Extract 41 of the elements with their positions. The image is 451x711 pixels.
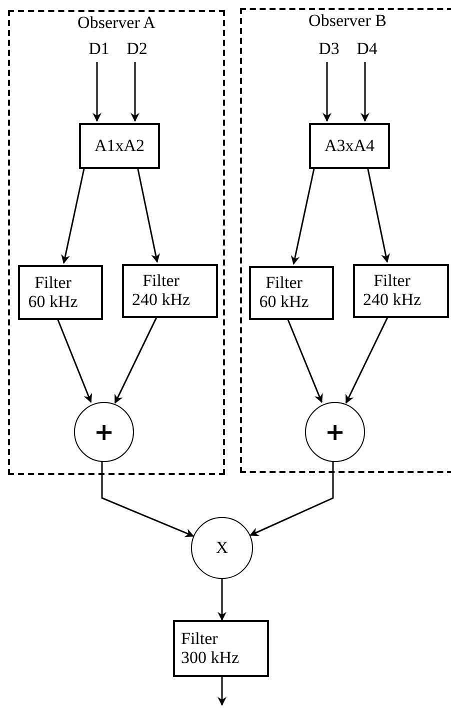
arrow <box>101 460 194 538</box>
dashed-group-box <box>8 10 225 475</box>
arrow <box>366 166 390 263</box>
label-text: D1 <box>88 40 110 59</box>
label-text: D4 <box>356 40 378 59</box>
arrow <box>114 316 158 404</box>
label-text: Filter 240 kHz <box>130 272 192 310</box>
arrow <box>249 460 334 536</box>
dashed-group-box <box>240 8 451 473</box>
label-text: Filter 240 kHz <box>362 272 422 310</box>
multiply-sign: X <box>216 538 228 558</box>
label-text: Filter 60 kHz <box>27 274 79 312</box>
arrow <box>218 677 226 706</box>
arrow <box>322 62 332 122</box>
arrow <box>56 318 92 403</box>
arrow <box>290 166 316 265</box>
arrow <box>286 318 323 404</box>
group-title: Observer A <box>78 14 156 33</box>
label-text: D2 <box>126 40 148 59</box>
arrow <box>136 166 160 263</box>
filter-box <box>249 266 334 320</box>
label-text: Filter 60 kHz <box>258 274 310 312</box>
process-box <box>79 123 160 169</box>
filter-box <box>18 265 103 320</box>
plus-sign: + <box>94 418 114 446</box>
filter-box <box>122 264 218 318</box>
plus-sign: + <box>324 418 346 446</box>
label-text: Filter 300 kHz <box>181 630 240 668</box>
label-text: A3xA4 <box>324 136 375 156</box>
filter-box <box>173 620 269 677</box>
arrow <box>360 62 370 122</box>
group-title: Observer B <box>308 12 386 31</box>
arrow <box>61 166 86 264</box>
arrow <box>130 62 140 122</box>
arrow <box>218 579 226 621</box>
arrow <box>92 62 102 122</box>
arrow <box>345 316 389 404</box>
process-box <box>309 123 390 169</box>
label-text: D3 <box>318 40 340 59</box>
label-text: A1xA2 <box>94 136 145 156</box>
filter-box <box>353 264 449 318</box>
